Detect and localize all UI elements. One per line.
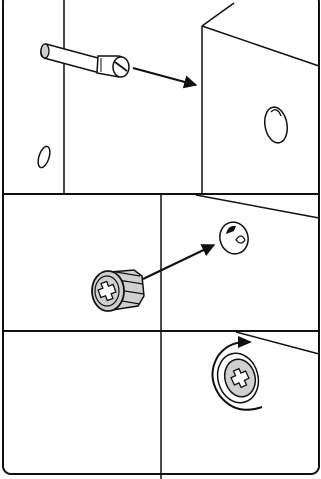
cam-hole: [216, 219, 251, 257]
cam-lock-fitting: [92, 270, 144, 311]
insert-arrow-2: [143, 245, 214, 279]
receiving-hole: [262, 105, 290, 144]
insert-arrow-1: [133, 68, 196, 85]
step-2-panel: [92, 194, 319, 331]
cam-lock-seated: [212, 349, 264, 408]
board-top-step2: [196, 195, 319, 218]
pilot-hole: [36, 145, 52, 169]
step-3-panel: [161, 331, 319, 479]
step-1-panel: [36, 0, 319, 194]
dowel-pin: [41, 44, 129, 77]
receiving-board: [202, 3, 319, 194]
